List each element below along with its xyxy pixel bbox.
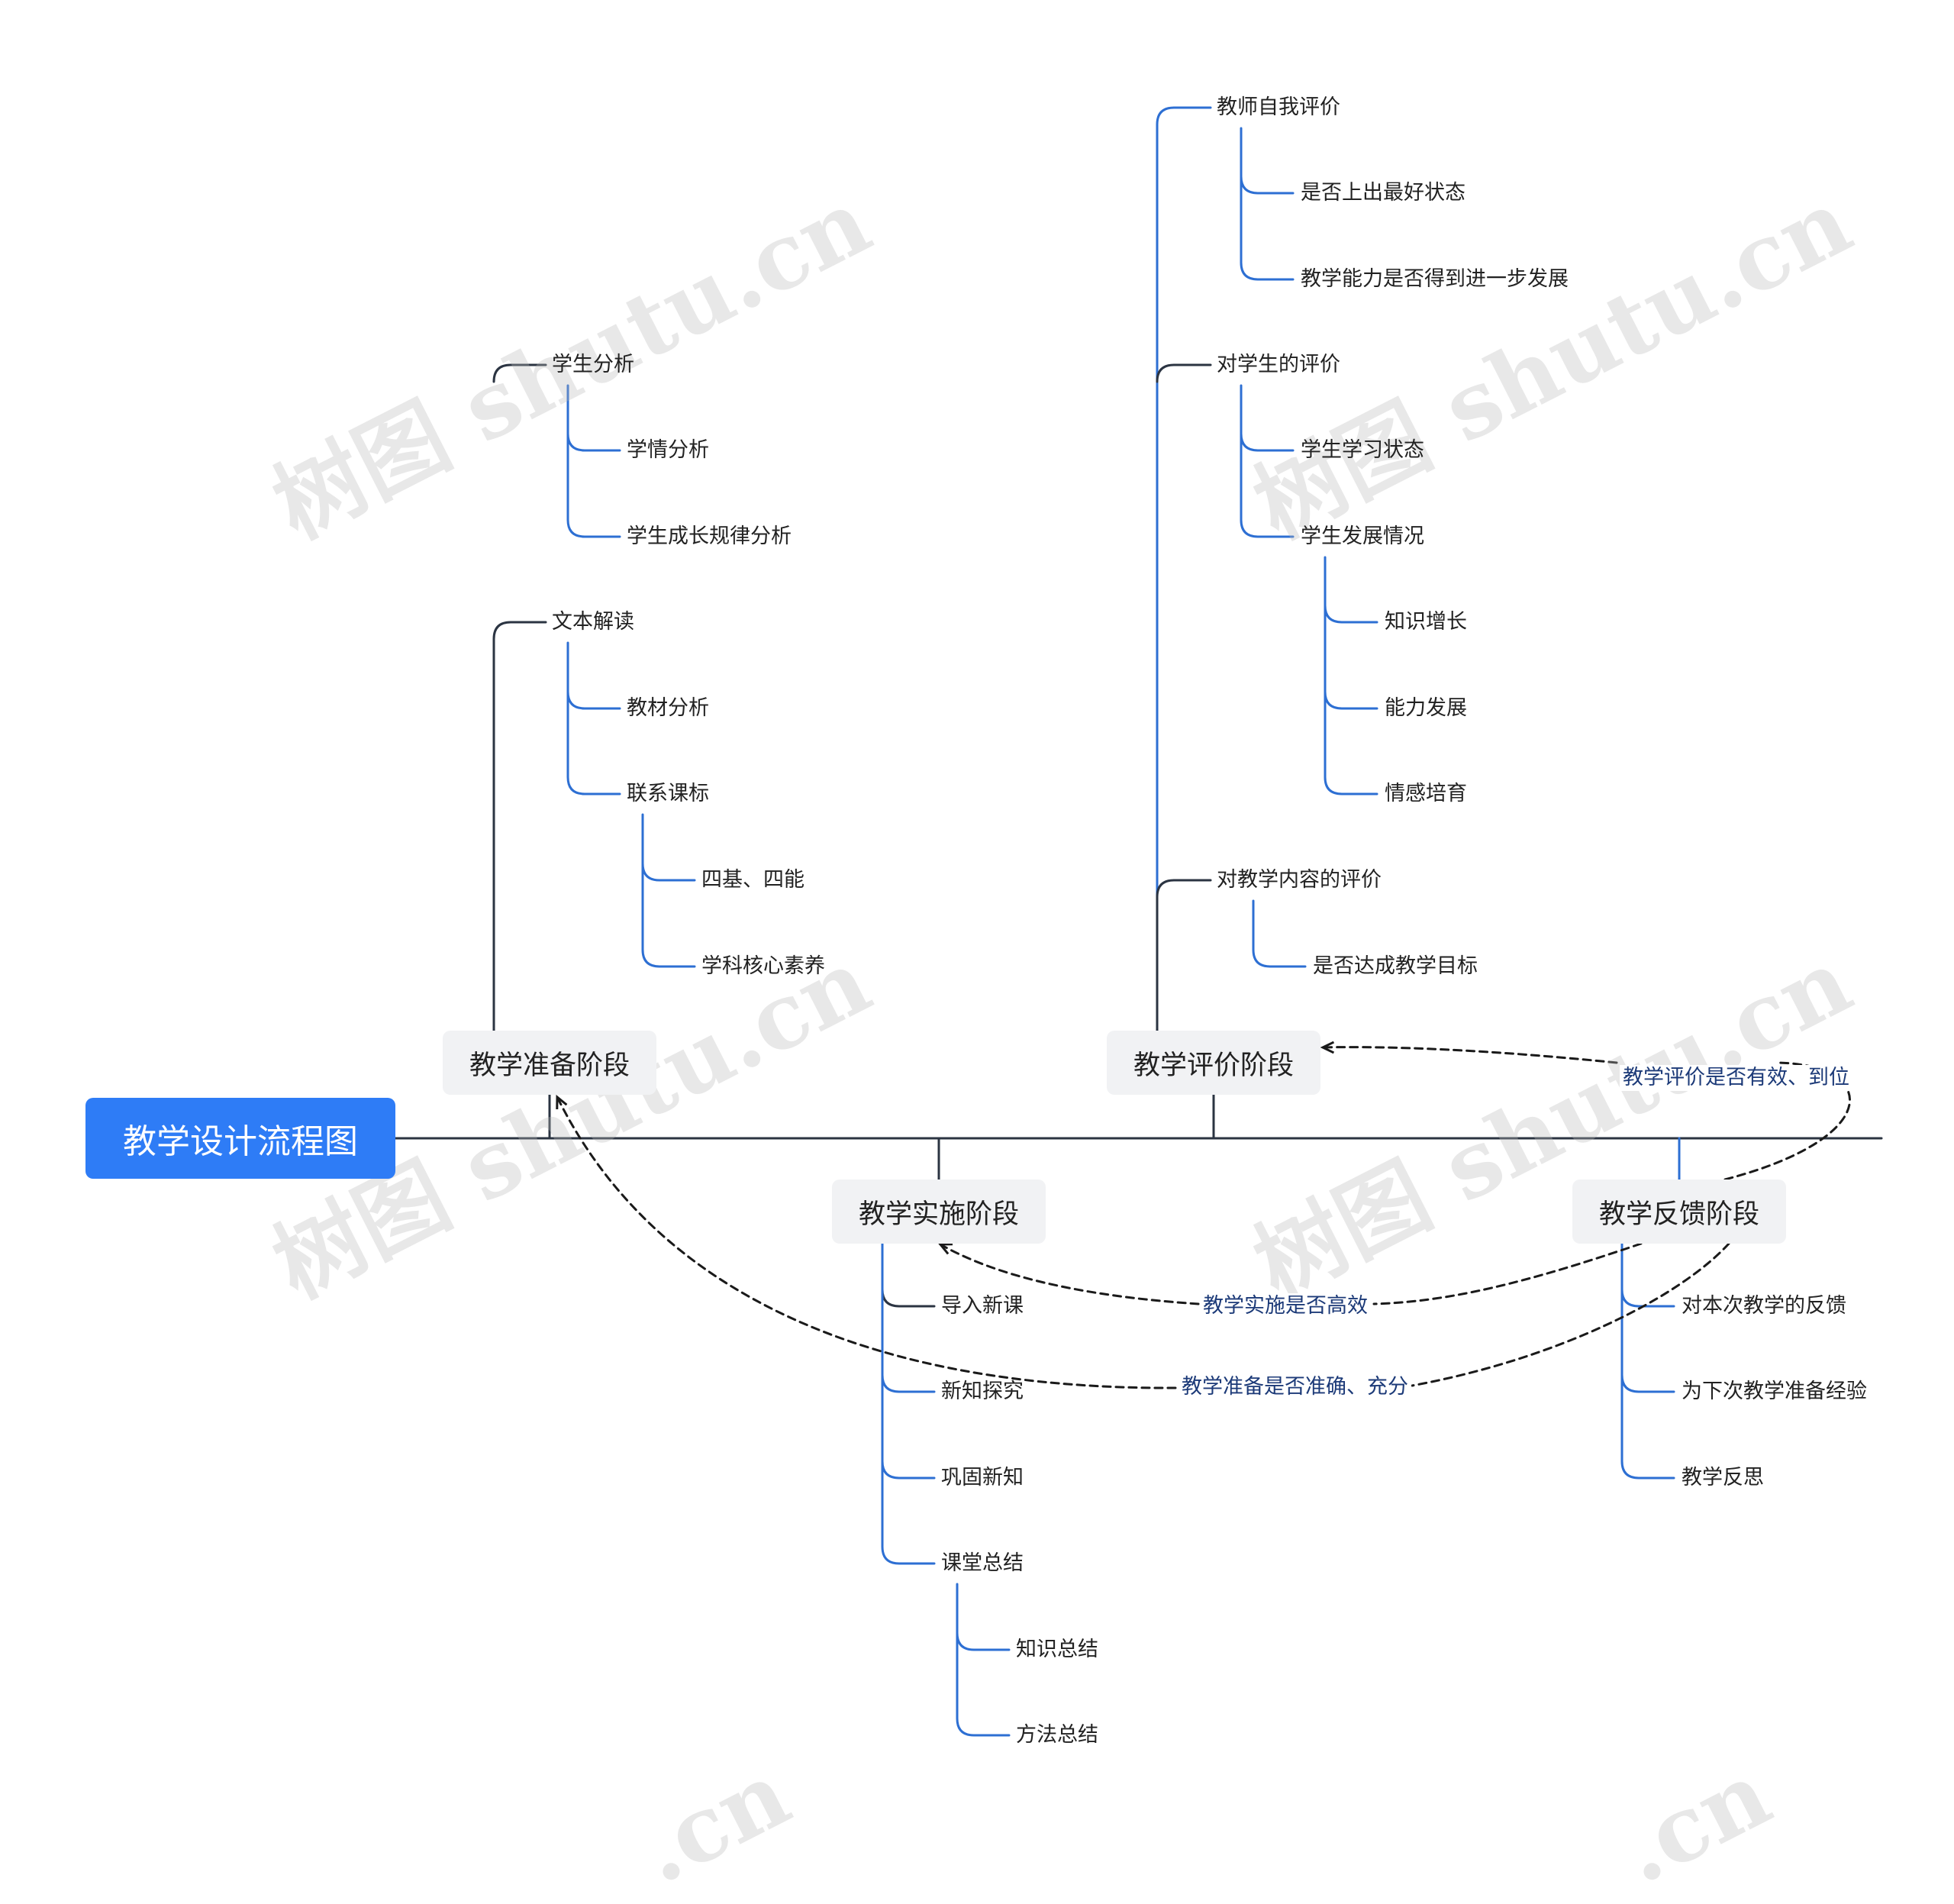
topic-node[interactable]: 课堂总结 — [941, 1551, 1024, 1575]
mind-map-canvas: 树图 shutu.cn 树图 shutu.cn 树图 shutu.cn 树图 s… — [85, 95, 1883, 1904]
relation-curve — [939, 1242, 1643, 1305]
stage-node-prep[interactable]: 教学准备阶段 — [443, 1031, 656, 1095]
root-node[interactable]: 教学设计流程图 — [85, 1098, 395, 1179]
relation-curve — [556, 1096, 1730, 1389]
topic-node[interactable]: 教学能力是否得到进一步发展 — [1301, 267, 1569, 291]
branch-connector — [566, 432, 621, 452]
relation-label[interactable]: 教学准备是否准确、充分 — [1179, 1374, 1411, 1400]
topic-node[interactable]: 能力发展 — [1385, 696, 1467, 720]
topic-node[interactable]: 文本解读 — [552, 610, 634, 634]
stage-node-impl[interactable]: 教学实施阶段 — [832, 1180, 1046, 1244]
connector-layer — [394, 106, 1883, 1737]
branch-connector — [566, 690, 621, 710]
topic-node[interactable]: 对本次教学的反馈 — [1682, 1294, 1846, 1318]
branch-connector — [1156, 106, 1212, 1032]
branch-connector — [881, 1242, 936, 1565]
branch-connector — [641, 813, 696, 968]
branch-connector — [1156, 879, 1212, 1032]
topic-node[interactable]: 学科核心素养 — [701, 954, 825, 978]
topic-node[interactable]: 导入新课 — [941, 1294, 1024, 1318]
branch-connector — [1620, 1373, 1675, 1393]
topic-node[interactable]: 对教学内容的评价 — [1217, 868, 1382, 892]
branch-connector — [492, 363, 547, 383]
topic-node[interactable]: 是否达成教学目标 — [1313, 954, 1478, 978]
branch-connector — [956, 1631, 1011, 1651]
topic-node[interactable]: 知识增长 — [1385, 610, 1467, 634]
topic-node[interactable]: 学生发展情况 — [1301, 524, 1424, 548]
stage-node-feedback[interactable]: 教学反馈阶段 — [1572, 1180, 1786, 1244]
topic-node[interactable]: 教材分析 — [627, 696, 709, 720]
branch-connector — [956, 1583, 1011, 1737]
topic-node[interactable]: 是否上出最好状态 — [1301, 181, 1466, 205]
branch-connector — [881, 1373, 936, 1393]
branch-connector — [1156, 363, 1212, 383]
topic-node[interactable]: 为下次教学准备经验 — [1682, 1380, 1867, 1403]
topic-node[interactable]: 四基、四能 — [701, 868, 804, 892]
relation-label[interactable]: 教学评价是否有效、到位 — [1620, 1065, 1852, 1091]
topic-node[interactable]: 新知探究 — [941, 1380, 1024, 1403]
topic-node[interactable]: 对学生的评价 — [1217, 353, 1340, 376]
topic-node[interactable]: 教学反思 — [1682, 1466, 1764, 1489]
relation-label[interactable]: 教学实施是否高效 — [1200, 1293, 1371, 1319]
branch-connector — [641, 862, 696, 882]
relation-arrow — [556, 1094, 568, 1110]
branch-connector — [1324, 604, 1378, 624]
relation-arrow — [937, 1243, 953, 1255]
branch-connector — [492, 621, 547, 1032]
topic-node[interactable]: 学生分析 — [552, 353, 634, 376]
branch-connector — [1240, 175, 1295, 195]
branch-connector — [1620, 1288, 1675, 1308]
branch-connector — [1240, 384, 1295, 538]
branch-connector — [881, 1460, 936, 1480]
stage-node-eval[interactable]: 教学评价阶段 — [1107, 1031, 1320, 1095]
topic-node[interactable]: 教师自我评价 — [1217, 95, 1340, 119]
topic-node[interactable]: 知识总结 — [1016, 1638, 1098, 1661]
branch-connector — [1620, 1242, 1675, 1480]
relation-arrow — [1320, 1041, 1335, 1054]
branch-connector — [566, 641, 621, 795]
branch-connector — [1324, 556, 1378, 795]
branch-connector — [1240, 127, 1295, 281]
branch-connector — [1240, 432, 1295, 452]
topic-node[interactable]: 学生成长规律分析 — [627, 524, 792, 548]
topic-node[interactable]: 巩固新知 — [941, 1466, 1024, 1489]
topic-node[interactable]: 学生学习状态 — [1301, 438, 1424, 462]
topic-node[interactable]: 学情分析 — [627, 438, 709, 462]
topic-node[interactable]: 情感培育 — [1385, 782, 1467, 805]
topic-node[interactable]: 联系课标 — [627, 782, 709, 805]
topic-node[interactable]: 方法总结 — [1016, 1723, 1098, 1747]
branch-connector — [566, 384, 621, 538]
branch-connector — [1324, 690, 1378, 710]
branch-connector — [1252, 899, 1307, 968]
branch-connector — [881, 1242, 936, 1308]
